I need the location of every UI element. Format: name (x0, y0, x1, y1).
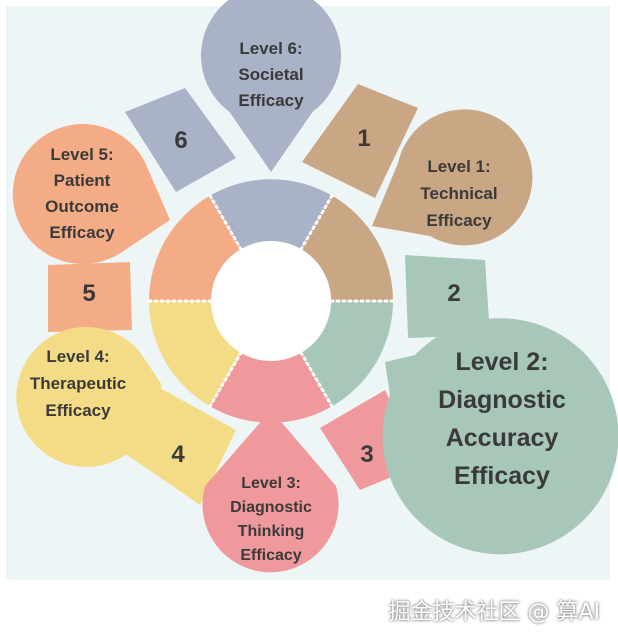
ring-sector-level-1 (301, 195, 393, 301)
svg-text:Outcome: Outcome (45, 197, 119, 216)
svg-text:Efficacy: Efficacy (45, 401, 111, 420)
svg-text:Efficacy: Efficacy (426, 211, 492, 230)
tab-level-2 (405, 255, 490, 338)
bubble-level-4 (16, 326, 162, 467)
svg-text:Accuracy: Accuracy (446, 424, 559, 452)
svg-text:Diagnostic: Diagnostic (438, 386, 566, 414)
label-level-4: Level 4: Therapeutic Efficacy (30, 347, 126, 420)
svg-text:Therapeutic: Therapeutic (30, 374, 126, 393)
tab-number-level-2: 2 (447, 280, 460, 307)
tab-number-level-4: 4 (171, 441, 185, 468)
ring-center-hole (211, 241, 331, 361)
svg-text:Technical: Technical (420, 184, 497, 203)
label-level-5: Level 5: Patient Outcome Efficacy (45, 145, 119, 242)
ring-sector-level-3 (210, 352, 332, 423)
tab-number-level-3: 3 (360, 441, 373, 468)
svg-text:Efficacy: Efficacy (454, 462, 550, 490)
label-level-1: Level 1: Technical Efficacy (420, 157, 497, 230)
ring-sector-level-2 (301, 301, 393, 407)
svg-text:Level 1:: Level 1: (427, 157, 490, 176)
ring-sector-level-5 (149, 195, 241, 301)
bubble-level-6 (201, 0, 341, 172)
svg-text:Level 5:: Level 5: (50, 145, 113, 164)
svg-text:Efficacy: Efficacy (49, 223, 115, 242)
svg-text:Thinking: Thinking (238, 523, 305, 540)
bubble-level-2 (382, 318, 618, 555)
tab-level-4 (120, 388, 236, 505)
svg-text:Level 4:: Level 4: (46, 347, 109, 366)
label-level-6: Level 6: Societal Efficacy (238, 39, 304, 110)
svg-text:Level 3:: Level 3: (241, 475, 301, 492)
svg-text:Societal: Societal (238, 65, 303, 84)
tab-number-level-5: 5 (82, 280, 95, 307)
svg-text:Level 2:: Level 2: (455, 348, 548, 376)
tab-level-6 (125, 88, 236, 192)
label-level-2: Level 2: Diagnostic Accuracy Efficacy (438, 348, 566, 490)
ring-sector-level-4 (149, 301, 241, 407)
ring-separators (147, 194, 395, 408)
svg-text:Diagnostic: Diagnostic (230, 499, 312, 516)
svg-text:Patient: Patient (54, 171, 111, 190)
ring-sector-level-6 (210, 179, 332, 250)
bubble-level-5 (12, 124, 170, 265)
tab-level-5 (48, 262, 132, 332)
tab-level-1 (302, 84, 418, 198)
tab-number-level-6: 6 (174, 127, 187, 154)
bubble-level-3 (202, 410, 339, 573)
tab-number-level-1: 1 (357, 125, 370, 152)
svg-text:Efficacy: Efficacy (240, 547, 301, 564)
watermark: 掘金技术社区 @ 算AI (388, 600, 600, 625)
svg-text:Efficacy: Efficacy (238, 91, 304, 110)
bubble-level-1 (372, 109, 533, 246)
svg-text:Level 6:: Level 6: (239, 39, 302, 58)
label-level-3: Level 3: Diagnostic Thinking Efficacy (230, 475, 312, 564)
